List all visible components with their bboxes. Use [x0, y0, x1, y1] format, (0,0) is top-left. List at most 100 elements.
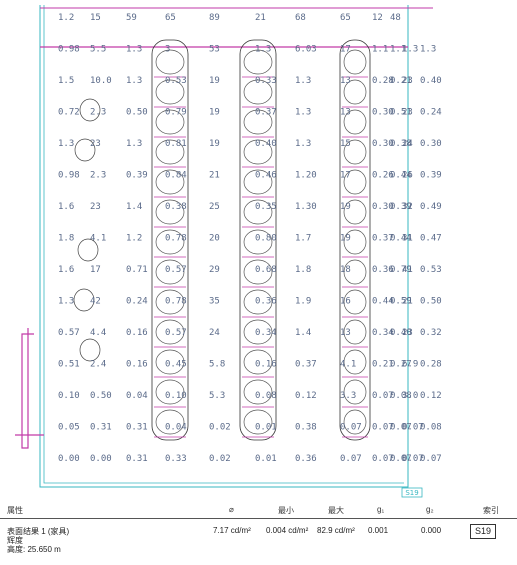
grid-value: 0.16 [126, 360, 148, 370]
furniture-blob [243, 49, 273, 75]
grid-value: 16 [340, 297, 351, 307]
grid-value: 41 [402, 265, 413, 275]
grid-value: 13 [340, 76, 351, 86]
grid-value: 13 [340, 328, 351, 338]
grid-value: 0.24 [126, 297, 148, 307]
grid-value: 0.21 [372, 360, 394, 370]
grid-value: 0.08 [255, 391, 277, 401]
grid-value: 2.3 [90, 108, 106, 118]
furniture-blob [343, 349, 367, 375]
grid-value: 0.01 [255, 423, 277, 433]
grid-value: 59 [126, 13, 137, 23]
grid-value: 0.50 [90, 391, 112, 401]
grid-value: 0.84 [165, 171, 187, 181]
grid-value: 0.37 [372, 234, 394, 244]
grid-value: 68 [295, 13, 306, 23]
grid-value: 23 [90, 202, 101, 212]
grid-value: 0.40 [255, 139, 277, 149]
grid-value: 23 [90, 139, 101, 149]
grid-value: 0.01 [255, 454, 277, 464]
furniture-blob [343, 319, 367, 345]
grid-value: 26 [402, 171, 413, 181]
grid-value: 32 [402, 202, 413, 212]
grid-value: 6.9 [402, 360, 418, 370]
grid-value: 0.37 [255, 108, 277, 118]
grid-value: 48 [390, 13, 401, 23]
grid-value: 0.80 [255, 234, 277, 244]
grid-value: 0.44 [372, 297, 394, 307]
grid-value: 0.46 [255, 171, 277, 181]
grid-value: 0.30 [372, 202, 394, 212]
grid-value: 0.12 [420, 391, 442, 401]
grid-value: 18 [340, 265, 351, 275]
grid-value: 0.40 [420, 76, 442, 86]
grid-value: 4.1 [90, 234, 106, 244]
grid-value: 1.3 [295, 76, 311, 86]
grid-value: 0.50 [420, 297, 442, 307]
grid-value: 65 [340, 13, 351, 23]
grid-value: 19 [209, 139, 220, 149]
header-g1: g₁ [377, 505, 385, 514]
grid-value: 0.12 [295, 391, 317, 401]
grid-value: 15 [340, 139, 351, 149]
furniture-blob [343, 109, 367, 135]
grid-value: 6.03 [295, 45, 317, 55]
grid-value: 1.20 [295, 171, 317, 181]
furniture-blob [155, 109, 185, 135]
grid-value: 89 [209, 13, 220, 23]
grid-value: 1.3 [58, 297, 74, 307]
grid-value: 0.24 [420, 108, 442, 118]
furniture-blob [155, 229, 185, 255]
grid-value: 0.30 [372, 139, 394, 149]
furniture-blob [343, 289, 367, 315]
result-max: 82.9 cd/m² [317, 526, 355, 535]
grid-value: 0.50 [126, 108, 148, 118]
grid-value: 1.4 [295, 328, 311, 338]
grid-value: 0.07 [402, 423, 424, 433]
furniture-blob [155, 289, 185, 315]
grid-value: 1.3 [255, 45, 271, 55]
furniture-blob [243, 79, 273, 105]
grid-value: 0.32 [420, 328, 442, 338]
grid-value: 0.07 [372, 391, 394, 401]
grid-value: 0.08 [390, 391, 412, 401]
grid-value: 2.4 [90, 360, 106, 370]
result-avg: 7.17 cd/m² [213, 526, 251, 535]
grid-value: 2.3 [90, 171, 106, 181]
grid-value: 0.31 [126, 454, 148, 464]
grid-value: 31 [402, 234, 413, 244]
furniture-blob [155, 349, 185, 375]
grid-value: 1.2 [126, 234, 142, 244]
grid-value: 0.78 [165, 234, 187, 244]
furniture-blob [155, 199, 185, 225]
grid-value: 17 [340, 45, 351, 55]
furniture-column [151, 39, 189, 441]
grid-value: 0.02 [209, 423, 231, 433]
furniture-blob [155, 79, 185, 105]
grid-value: 0.07 [390, 423, 412, 433]
result-index-badge: S19 [470, 524, 497, 539]
grid-value: 0.31 [126, 423, 148, 433]
grid-value: 0.44 [390, 234, 412, 244]
grid-value: 1.9 [295, 297, 311, 307]
furniture-columns [73, 39, 371, 441]
result-g2: 0.000 [421, 526, 442, 535]
grid-value: 1.3 [420, 45, 436, 55]
grid-value: 25 [209, 202, 220, 212]
grid-value: 19 [340, 234, 351, 244]
grid-value: 0.30 [420, 139, 442, 149]
result-name: 表面结果 1 (家具) [7, 527, 70, 536]
grid-value: 21 [402, 297, 413, 307]
header-avg: ⌀ [229, 505, 234, 514]
grid-value: 1.6 [58, 265, 74, 275]
result-min: 0.004 cd/m² [266, 526, 309, 535]
grid-value: 1.1 [372, 45, 388, 55]
grid-value: 0.35 [255, 202, 277, 212]
grid-value: 0.00 [90, 454, 112, 464]
grid-value: 0.59 [390, 297, 412, 307]
grid-value: 17 [90, 265, 101, 275]
grid-value: 0.21 [390, 76, 412, 86]
grid-value: 0.28 [420, 360, 442, 370]
furniture-blob [243, 169, 273, 195]
grid-value: 0.33 [165, 454, 187, 464]
